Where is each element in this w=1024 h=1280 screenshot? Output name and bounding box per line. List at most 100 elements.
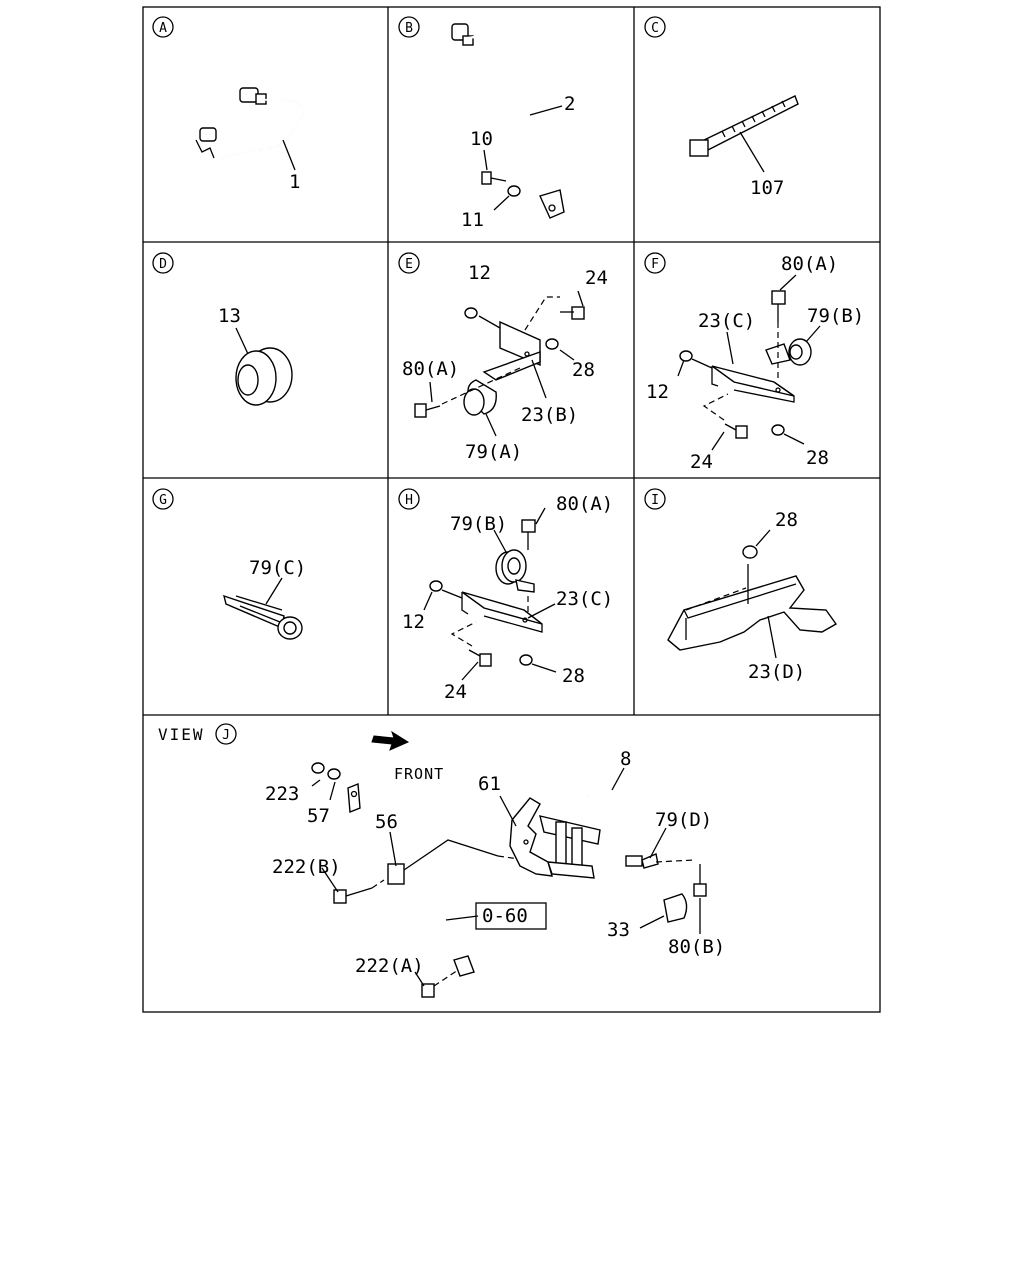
callout-23c: 23(C) [556,588,613,610]
panel-letter: I [651,493,659,508]
bolt-icon [333,889,347,904]
nut-icon [429,580,443,592]
callout-11: 11 [461,209,484,231]
bracket-icon [711,365,795,397]
callout-222b: 222(B) [272,856,341,878]
ring-terminal-icon [539,189,565,219]
callout-222a: 222(A) [355,955,424,977]
panel-f-letter: F [644,252,666,274]
panel-f-drawing [677,274,821,451]
callout-28: 28 [775,509,798,531]
panel-a-letter: A [152,16,174,38]
ring-terminal-icon [453,955,475,977]
callout-79a: 79(A) [465,441,522,463]
callout-2: 2 [564,93,575,115]
callout-8: 8 [620,748,631,770]
callout-107: 107 [750,177,784,199]
clamp-icon [387,863,405,885]
bolt-icon [693,883,707,897]
panel-letter: G [159,493,167,508]
panel-letter: A [159,21,167,36]
panel-letter: H [405,493,413,508]
panel-h-letter: H [398,488,420,510]
callout-28: 28 [806,447,829,469]
bolt-icon [421,983,435,998]
panel-letter: E [405,257,413,272]
panel-b-drawing [451,23,565,219]
nut-icon [742,545,758,559]
panel-g-letter: G [152,488,174,510]
panel-b-letter: B [398,16,420,38]
nut-icon [545,338,559,350]
callout-79b: 79(B) [450,513,507,535]
callout-24: 24 [444,681,467,703]
view-letter-text: J [222,728,230,743]
bolt-icon [735,425,748,439]
callout-10: 10 [470,128,493,150]
view-title: VIEW [158,725,205,744]
panel-i-letter: I [644,488,666,510]
ring-terminal-icon [347,782,361,814]
callout-80a: 80(A) [781,253,838,275]
view-letter: J [215,723,237,745]
callout-28: 28 [562,665,585,687]
panel-grid [142,6,881,1013]
panel-c-letter: C [644,16,666,38]
callout-13: 13 [218,305,241,327]
bracket-icon [461,591,543,625]
bracket-icon [509,797,553,877]
bracket-icon [499,320,541,367]
nut-icon [679,350,693,362]
callout-23d: 23(D) [748,661,805,683]
panel-c-drawing [689,95,799,173]
nut-icon [771,424,785,436]
callout-1: 1 [289,171,300,193]
callout-223: 223 [265,783,299,805]
bolt-icon [414,403,427,418]
callout-28: 28 [572,359,595,381]
callout-79c: 79(C) [249,557,306,579]
panel-letter: F [651,257,659,272]
callout-33: 33 [607,919,630,941]
front-label: FRONT [394,765,444,783]
panel-g-drawing [223,577,303,640]
clamp-icon [625,855,643,867]
washer-icon [327,768,341,780]
panel-h-drawing [423,507,557,681]
panel-e-drawing [414,290,585,437]
callout-79b: 79(B) [807,305,864,327]
panel-i-drawing [667,529,838,659]
callout-24: 24 [585,267,608,289]
panel-d-letter: D [152,252,174,274]
callout-79d: 79(D) [655,809,712,831]
nut-icon [519,654,533,666]
nut-icon [464,307,478,319]
panel-d-drawing [235,327,293,406]
reference-box [475,902,547,930]
callout-12: 12 [646,381,669,403]
bracket-icon [667,575,838,651]
panel-letter: B [405,21,413,36]
callout-80a: 80(A) [556,493,613,515]
callout-23c: 23(C) [698,310,755,332]
callout-12: 12 [468,262,491,284]
panel-a-drawing [195,87,305,171]
panel-e-letter: E [398,252,420,274]
callout-80b: 80(B) [668,936,725,958]
panel-letter: D [159,257,167,272]
bolt-icon [571,306,585,320]
reference-number: 0-60 [482,905,528,927]
callout-56: 56 [375,811,398,833]
panel-letter: C [651,21,659,36]
callout-61: 61 [478,773,501,795]
callout-23b: 23(B) [521,404,578,426]
callout-24: 24 [690,451,713,473]
front-arrow-icon [371,730,410,751]
bolt-icon [521,519,536,533]
nut-icon [311,762,325,774]
washer-icon [507,185,521,197]
terminal-clamp-icon [199,127,217,142]
bolt-icon [771,290,786,305]
callout-57: 57 [307,805,330,827]
